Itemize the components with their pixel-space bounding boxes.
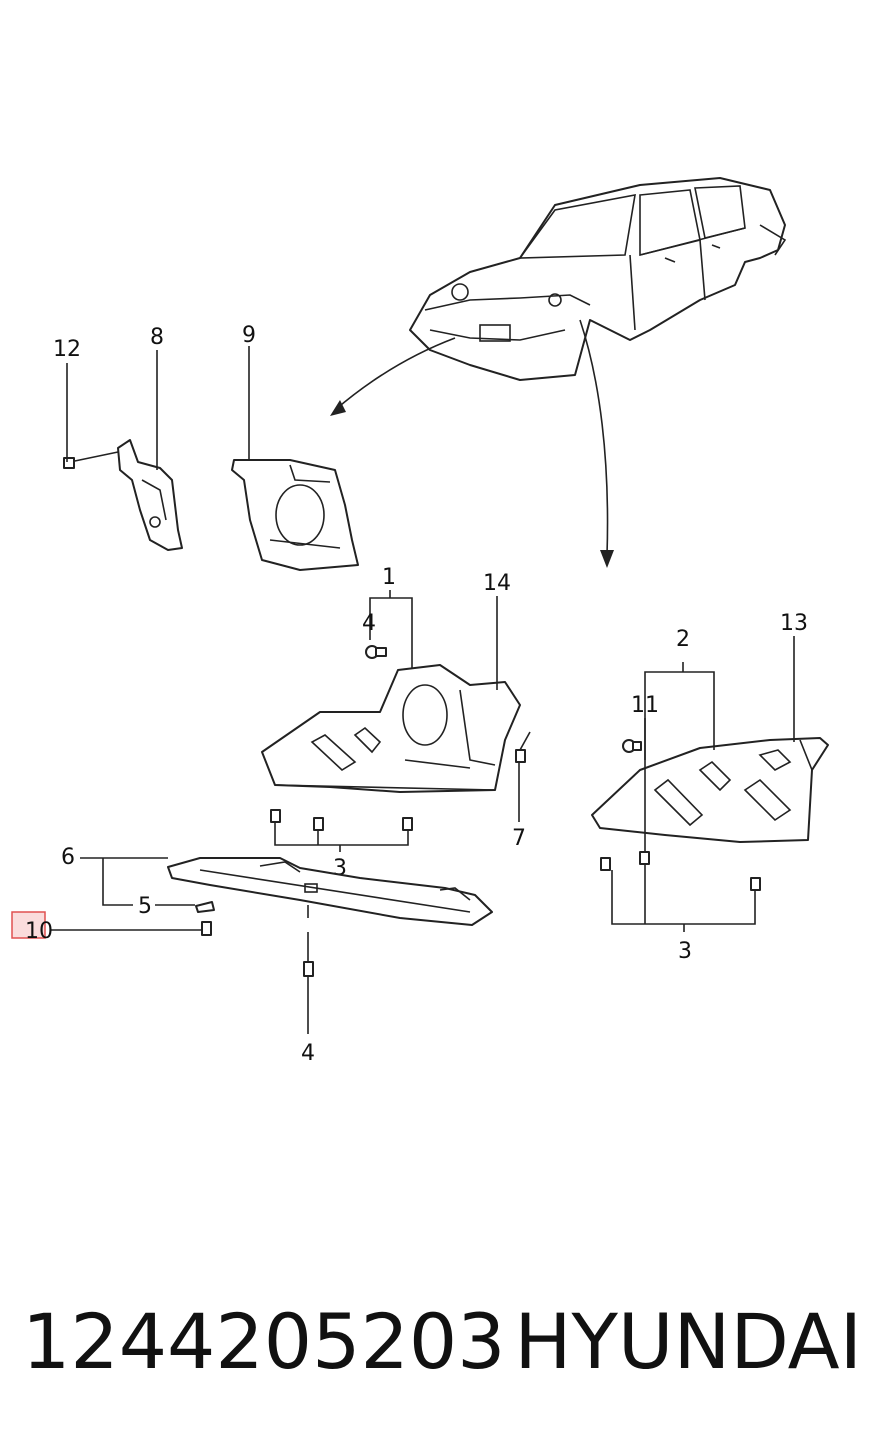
leader-2 (644, 671, 715, 760)
callout-1: 1 (382, 565, 396, 590)
callout-9: 9 (242, 323, 256, 348)
callout-2: 2 (676, 627, 690, 652)
callout-3-right: 3 (678, 939, 692, 964)
leader-3b (611, 864, 756, 925)
callout-7: 7 (512, 826, 526, 851)
callout-11: 11 (631, 693, 659, 718)
arrow-left (330, 337, 456, 416)
fastener-4-bottom (303, 961, 314, 977)
callout-13: 13 (780, 611, 808, 636)
leader-3a (274, 822, 409, 846)
housing-9 (231, 459, 359, 571)
fastener-4-top (365, 645, 387, 659)
callout-10: 10 (25, 919, 53, 944)
fasteners-3-right (600, 851, 761, 891)
fasteners-3-left (270, 809, 413, 831)
arrow-down (579, 319, 614, 568)
highlight-box (11, 911, 46, 939)
fastener-10 (201, 921, 212, 936)
car-illustration (409, 177, 787, 381)
fastener-7 (515, 731, 531, 763)
lower-cover-6 (167, 857, 493, 926)
fastener-5 (195, 901, 215, 913)
leader-1 (369, 597, 413, 668)
callout-12: 12 (53, 337, 81, 362)
brand-name: HYUNDAI (514, 1297, 862, 1386)
callout-14: 14 (483, 571, 511, 596)
part-number: 1244205203 (22, 1297, 506, 1386)
callout-4-bottom: 4 (301, 1041, 315, 1066)
callout-5: 5 (138, 894, 152, 919)
panel-left-1 (261, 664, 521, 793)
callout-6: 6 (61, 845, 75, 870)
panel-right-2 (591, 737, 829, 843)
callout-4-top: 4 (362, 611, 376, 636)
callout-8: 8 (150, 325, 164, 350)
bracket-8 (63, 439, 183, 551)
fastener-11 (622, 739, 642, 753)
